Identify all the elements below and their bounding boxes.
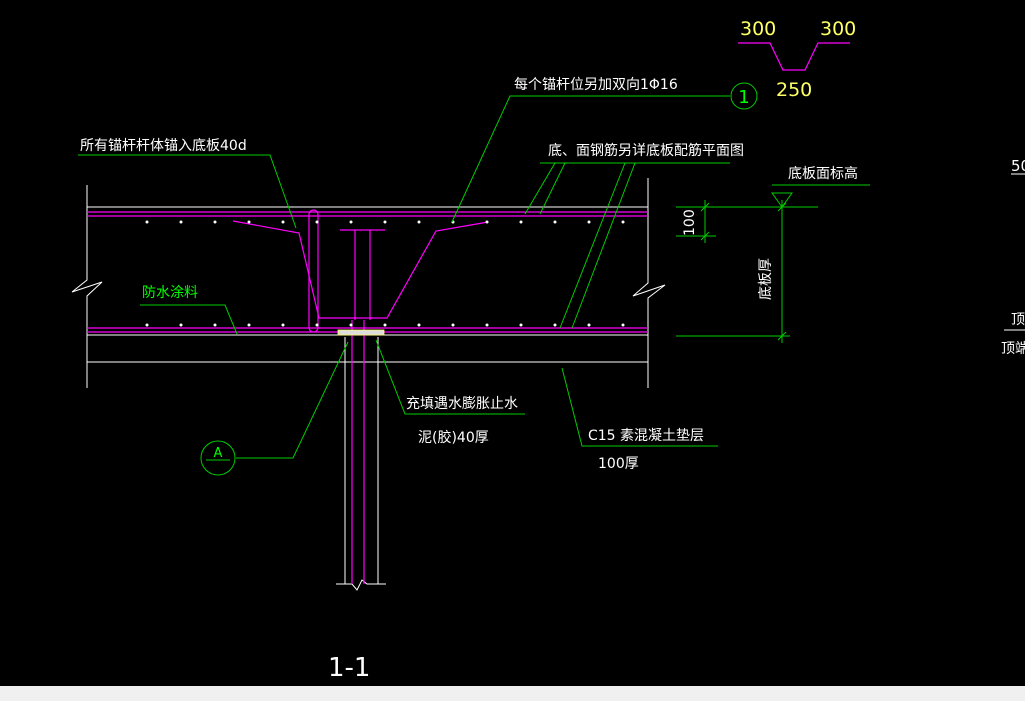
- rebar-dot: [485, 220, 489, 224]
- label-slab-rebar-note: 底、面钢筋另详底板配筋平面图: [548, 142, 744, 159]
- rebar-dot: [587, 220, 591, 224]
- label-cushion-line1: C15 素混凝土垫层: [588, 428, 704, 444]
- label-anchor-extra-bar: 每个锚杆位另加双向1Φ16: [514, 77, 678, 93]
- rebar-dot: [315, 220, 319, 224]
- rebar-dot: [587, 323, 591, 327]
- rebar-dot: [519, 323, 523, 327]
- rebar-dot: [145, 220, 149, 224]
- edge-fragment-50: 50: [1011, 157, 1025, 175]
- rebar-dot: [519, 220, 523, 224]
- label-anchor-into-slab: 所有锚杆杆体锚入底板40d: [80, 138, 247, 154]
- rebar-dot: [451, 323, 455, 327]
- label-slab-top-elevation: 底板面标高: [788, 165, 858, 182]
- dimension-lines: [676, 184, 870, 343]
- rebar-dot: [247, 323, 251, 327]
- rebar-dot: [553, 323, 557, 327]
- label-waterproof-coating: 防水涂料: [142, 285, 198, 301]
- rebar-dot: [621, 220, 625, 224]
- rebar-dot: [179, 323, 183, 327]
- leader-lines: [78, 95, 730, 459]
- groove-top-left-dim: 300: [740, 18, 776, 40]
- rebar-dots: [145, 220, 625, 327]
- detail-ref-a-callout: A: [200, 440, 236, 476]
- rebar-dot: [349, 220, 353, 224]
- anchor-plate: [337, 329, 385, 336]
- label-cushion-line2: 100厚: [598, 456, 639, 472]
- rebar-dot: [247, 220, 251, 224]
- rebar-dot: [485, 323, 489, 327]
- section-title: 1-1: [328, 653, 370, 683]
- rebar-dot: [621, 323, 625, 327]
- dim-slab-thickness: 底板厚: [758, 258, 774, 300]
- groove-bottom-dim: 250: [776, 79, 812, 101]
- detail-ref-1-callout: 1: [730, 82, 758, 110]
- status-strip: [0, 686, 1025, 701]
- rebar-dot: [281, 220, 285, 224]
- rebar-dot: [145, 323, 149, 327]
- dim-100: 100: [682, 209, 698, 236]
- rebar-dot: [213, 220, 217, 224]
- rebar-dot: [213, 323, 217, 327]
- label-filler-line1: 充填遇水膨胀止水: [406, 395, 518, 412]
- groove-top-right-dim: 300: [820, 18, 856, 40]
- edge-fragment-top2: 顶端: [1001, 341, 1025, 357]
- label-filler-line2: 泥(胶)40厚: [418, 429, 489, 446]
- edge-fragment-top1: 顶-: [1011, 312, 1025, 328]
- groove-profile: [738, 42, 850, 71]
- rebar-dot: [417, 323, 421, 327]
- rebar-layer: [87, 209, 648, 584]
- cad-drawing-canvas: 300 300 250 1 A 每个锚杆位另加双向1Φ16 所有锚杆杆体锚入底板…: [71, 18, 1025, 683]
- rebar-dot: [383, 323, 387, 327]
- svg-text:1: 1: [738, 87, 749, 108]
- svg-text:A: A: [214, 446, 223, 461]
- rebar-dot: [349, 323, 353, 327]
- rebar-dot: [553, 220, 557, 224]
- rebar-dot: [417, 220, 421, 224]
- rebar-dot: [315, 323, 319, 327]
- rebar-dot: [179, 220, 183, 224]
- rebar-dot: [383, 220, 387, 224]
- rebar-dot: [281, 323, 285, 327]
- slab-outline: [71, 178, 666, 591]
